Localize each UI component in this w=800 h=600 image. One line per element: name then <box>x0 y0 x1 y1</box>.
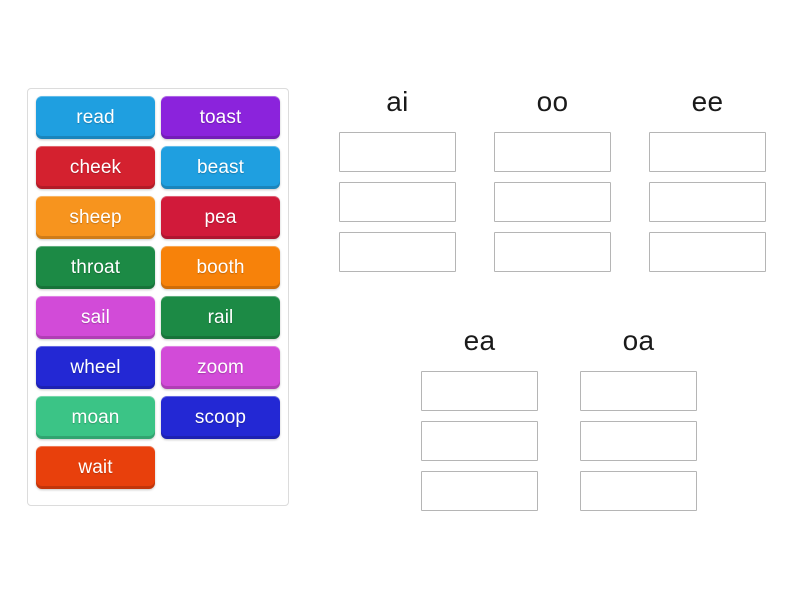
word-tile[interactable]: scoop <box>161 396 280 439</box>
word-tile-slot: booth <box>158 246 283 296</box>
category-column: ee <box>630 88 785 282</box>
category-column: oa <box>559 327 718 521</box>
category-title: ee <box>691 86 724 117</box>
category-row-2: ea oa <box>320 327 785 521</box>
category-dropzone[interactable] <box>580 471 697 511</box>
category-dropzone[interactable] <box>649 182 766 222</box>
category-title: oo <box>536 86 569 117</box>
category-title: ai <box>386 86 409 117</box>
word-tile[interactable]: cheek <box>36 146 155 189</box>
word-tile[interactable]: zoom <box>161 346 280 389</box>
word-tile-slot: read <box>33 96 158 146</box>
word-tile-slot: zoom <box>158 346 283 396</box>
category-column: ea <box>400 327 559 521</box>
category-dropzone[interactable] <box>494 232 611 272</box>
word-tile[interactable]: moan <box>36 396 155 439</box>
word-tile-slot: toast <box>158 96 283 146</box>
category-dropzone[interactable] <box>580 421 697 461</box>
word-tile[interactable]: booth <box>161 246 280 289</box>
category-title: ea <box>463 325 496 356</box>
category-title: oa <box>622 325 655 356</box>
word-tile[interactable]: throat <box>36 246 155 289</box>
word-tile-slot-empty <box>158 446 283 496</box>
word-tile-slot: throat <box>33 246 158 296</box>
category-row-1: ai oo ee <box>320 88 785 282</box>
category-column: oo <box>475 88 630 282</box>
word-tile-slot: sail <box>33 296 158 346</box>
category-dropzone[interactable] <box>421 471 538 511</box>
word-tile[interactable]: read <box>36 96 155 139</box>
category-dropzone[interactable] <box>649 232 766 272</box>
word-tile-slot: pea <box>158 196 283 246</box>
word-tile-slot: rail <box>158 296 283 346</box>
category-dropzone[interactable] <box>580 371 697 411</box>
word-tile[interactable]: rail <box>161 296 280 339</box>
category-dropzone[interactable] <box>339 182 456 222</box>
word-tile-slot: moan <box>33 396 158 446</box>
word-tile-slot: wait <box>33 446 158 496</box>
category-dropzone[interactable] <box>339 132 456 172</box>
category-dropzone[interactable] <box>494 182 611 222</box>
category-dropzone[interactable] <box>494 132 611 172</box>
word-tile[interactable]: toast <box>161 96 280 139</box>
word-tile-slot: beast <box>158 146 283 196</box>
word-tile[interactable]: sheep <box>36 196 155 239</box>
word-tile-slot: wheel <box>33 346 158 396</box>
word-tile-slot: sheep <box>33 196 158 246</box>
word-tile[interactable]: pea <box>161 196 280 239</box>
category-column: ai <box>320 88 475 282</box>
word-tile[interactable]: wheel <box>36 346 155 389</box>
category-area: ai oo ee ea oa <box>320 88 785 521</box>
word-tile[interactable]: sail <box>36 296 155 339</box>
category-dropzone[interactable] <box>421 421 538 461</box>
category-dropzone[interactable] <box>339 232 456 272</box>
category-dropzone[interactable] <box>421 371 538 411</box>
word-tile-slot: cheek <box>33 146 158 196</box>
word-tile[interactable]: beast <box>161 146 280 189</box>
word-tile-slot: scoop <box>158 396 283 446</box>
word-tile[interactable]: wait <box>36 446 155 489</box>
category-dropzone[interactable] <box>649 132 766 172</box>
